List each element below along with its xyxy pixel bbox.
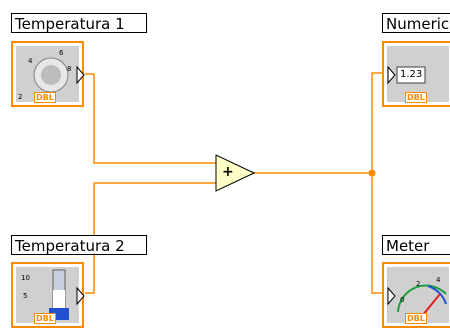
svg-text:6: 6 [59, 49, 64, 57]
knob-icon: 4 6 8 2 [18, 49, 85, 101]
numeric-value: 1.23 [400, 69, 423, 80]
wire-to-numeric [371, 72, 386, 173]
meter-type-badge: DBL [405, 313, 427, 324]
svg-text:2: 2 [416, 280, 420, 288]
svg-text:2: 2 [18, 93, 22, 101]
wire-junction [368, 169, 376, 177]
temp2-terminal[interactable]: 10 5 DBL [11, 262, 85, 328]
add-symbol: + [222, 164, 234, 180]
numeric-type-badge: DBL [405, 92, 427, 103]
svg-text:10: 10 [21, 274, 30, 282]
add-function-icon[interactable] [0, 0, 450, 323]
thermometer-icon: 10 5 [21, 269, 85, 320]
svg-text:4: 4 [28, 57, 33, 65]
wire-temp1-to-add [85, 73, 218, 164]
numeric-label: Numeric [382, 13, 450, 33]
meter-terminal[interactable]: 0 2 4 DBL [382, 262, 450, 328]
svg-text:5: 5 [23, 292, 27, 300]
svg-text:0: 0 [400, 296, 404, 304]
temp1-terminal[interactable]: 4 6 8 2 DBL [11, 41, 85, 107]
numeric-terminal[interactable]: 1.23 DBL [382, 41, 450, 107]
numeric-input-arrow-icon [387, 65, 426, 85]
svg-text:8: 8 [67, 65, 71, 73]
meter-label: Meter [382, 235, 450, 255]
temp1-label: Temperatura 1 [11, 13, 147, 33]
meter-gauge-icon: 0 2 4 [387, 276, 447, 317]
temp2-label: Temperatura 2 [11, 235, 147, 255]
svg-text:4: 4 [436, 276, 441, 284]
wire-layer [85, 72, 386, 294]
temp1-type-badge: DBL [34, 92, 56, 103]
wire-to-meter [371, 173, 386, 294]
